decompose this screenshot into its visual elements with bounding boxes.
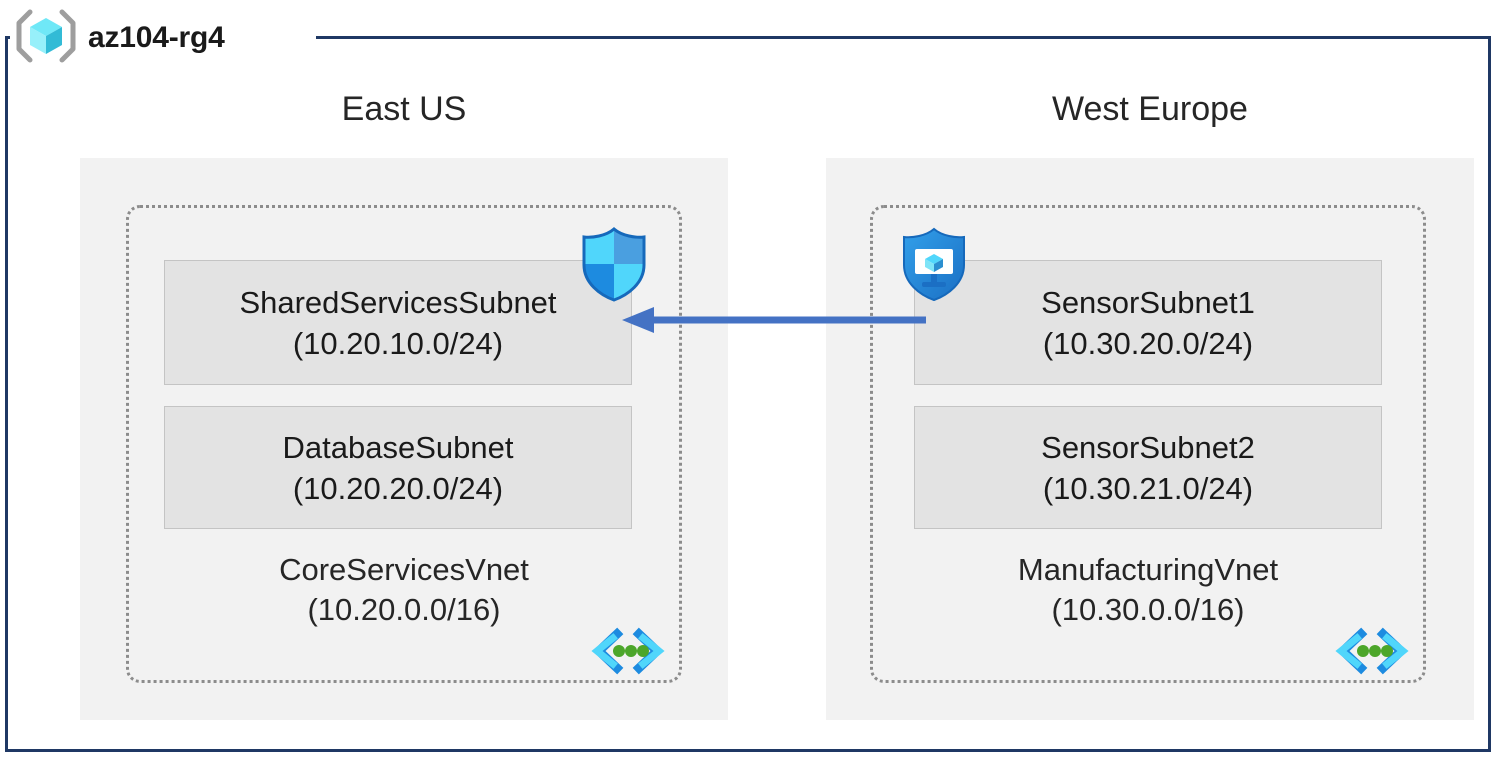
vnet-coreservicesvnet: CoreServicesVnet (10.20.0.0/16) — [126, 205, 682, 683]
subnet-cidr-sensorsubnet1: (10.30.20.0/24) — [1042, 325, 1254, 361]
subnet-cidr-sharedservicessubnet: (10.20.10.0/24) — [292, 325, 504, 361]
resource-group-title: az104-rg4 — [88, 21, 225, 54]
network-security-group-shield-icon — [578, 225, 650, 303]
subnet-cidr-databasesubnet: (10.20.20.0/24) — [292, 470, 504, 506]
resource-group-frame — [5, 36, 1491, 752]
subnet-sensorsubnet2: SensorSubnet2 (10.30.21.0/24) — [914, 406, 1382, 529]
vnet-name-manufacturingvnet: ManufacturingVnet — [1017, 552, 1279, 587]
subnet-name-sensorsubnet2: SensorSubnet2 — [1041, 429, 1255, 465]
subnet-name-sensorsubnet1: SensorSubnet1 — [1041, 284, 1255, 320]
resource-group-cube-icon — [14, 9, 78, 68]
resource-group-header: az104-rg4 — [14, 9, 225, 68]
subnet-sensorsubnet1: SensorSubnet1 (10.30.20.0/24) — [914, 260, 1382, 385]
vnet-name-coreservicesvnet: CoreServicesVnet — [279, 552, 529, 587]
vnet-cidr-coreservicesvnet: (10.20.0.0/16) — [307, 592, 501, 627]
subnet-sharedservicessubnet: SharedServicesSubnet (10.20.10.0/24) — [164, 260, 632, 385]
vnet-caption-manufacturingvnet: ManufacturingVnet (10.30.0.0/16) — [873, 550, 1423, 630]
subnet-name-databasesubnet: DatabaseSubnet — [282, 429, 514, 465]
vnet-caption-coreservicesvnet: CoreServicesVnet (10.20.0.0/16) — [129, 550, 679, 630]
azure-bastion-shield-icon — [898, 225, 970, 303]
subnet-databasesubnet: DatabaseSubnet (10.20.20.0/24) — [164, 406, 632, 529]
virtual-network-icon — [1335, 626, 1409, 676]
subnet-cidr-sensorsubnet2: (10.30.21.0/24) — [1042, 470, 1254, 506]
virtual-network-icon — [591, 626, 665, 676]
subnet-name-sharedservicessubnet: SharedServicesSubnet — [239, 284, 557, 320]
region-label-east-us: East US — [341, 90, 467, 128]
vnet-peering-arrow — [620, 300, 926, 340]
vnet-cidr-manufacturingvnet: (10.30.0.0/16) — [1051, 592, 1245, 627]
region-label-west-europe: West Europe — [1052, 90, 1248, 128]
vnet-manufacturingvnet: ManufacturingVnet (10.30.0.0/16) — [870, 205, 1426, 683]
